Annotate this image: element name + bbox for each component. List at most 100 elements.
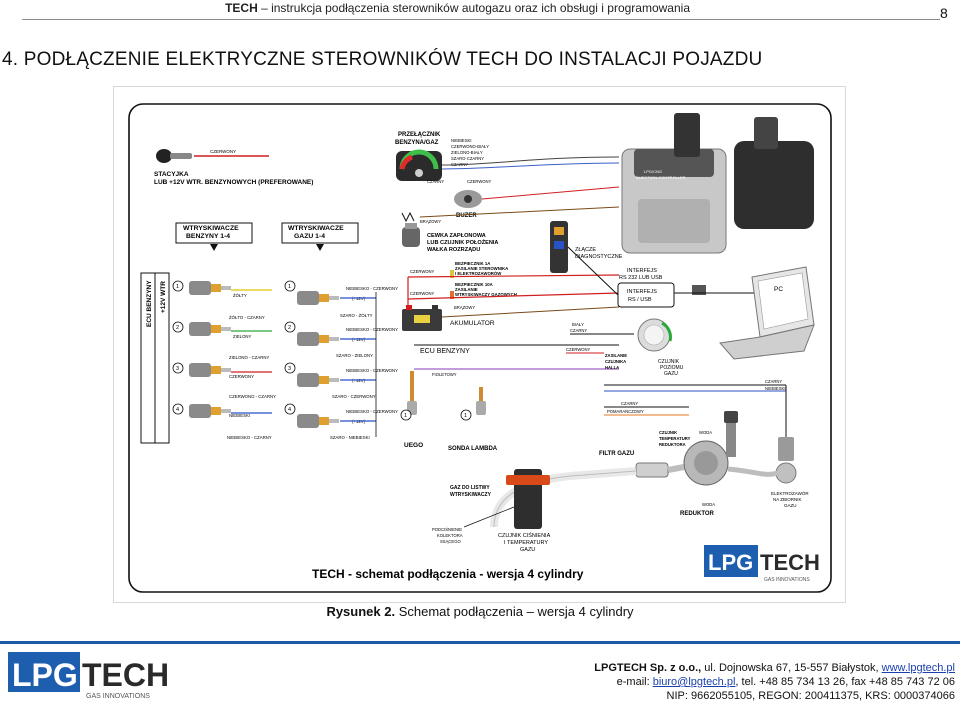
buzzer-wire-black: CZARNY xyxy=(427,179,444,184)
petrol-injectors-label: WTRYSKIWACZE xyxy=(183,225,239,232)
manifold-label: PODCIŚNIENIE xyxy=(432,527,462,532)
tank-valve-label: ELEKTROZAWÓR xyxy=(771,490,809,496)
level-wire-white: BIAŁY xyxy=(572,322,584,327)
section-title: 4. PODŁĄCZENIE ELEKTRYCZNE STEROWNIKÓW T… xyxy=(2,49,763,70)
petrol-wire-3a: CZERWONY xyxy=(229,374,254,379)
gas-wire-2b: SZARO - ZIELONY xyxy=(336,353,373,358)
petrol-injector-4: 4 xyxy=(172,403,231,418)
controller-label: LPG/CNG xyxy=(644,169,662,174)
wiring-diagram-figure: CZERWONY STACYJKA LUB +12V WTR. BENZYNOW… xyxy=(113,86,846,603)
logo-tech-text: TECH xyxy=(760,550,820,575)
petrol-wire-1a: ŻÓŁTY xyxy=(233,293,247,298)
petrol-injector-2-number: 2 xyxy=(176,325,179,331)
switch-wire-3: ZIELONO-BIAŁY xyxy=(451,150,483,155)
footer-website-link[interactable]: www.lpgtech.pl xyxy=(881,662,955,674)
level-wire-red: CZERWONY xyxy=(566,347,591,352)
interface-sub-label: RS 232 LUB USB xyxy=(619,275,663,281)
battery-icon xyxy=(402,305,442,331)
footer-logo-tag: GAS INNOVATIONS xyxy=(86,693,150,700)
gas-wire-1a: NIEBIESKO - CZERWONY xyxy=(346,286,398,291)
switch-wire-1: NIEBIESKI xyxy=(451,138,471,143)
buzzer-label: BUZER xyxy=(456,213,477,219)
gas-injector-4-number: 4 xyxy=(288,407,291,413)
diag-connector-sub-label: DIAGNOSTYCZNE xyxy=(575,254,623,260)
uego-number: 1 xyxy=(404,413,407,419)
uego-sensor-icon xyxy=(407,371,417,415)
gas-wire-1b: SZARO - ŻÓŁTY xyxy=(340,313,373,318)
petrol-wire-4b: NIEBIESKO - CZARNY xyxy=(227,435,272,440)
temp-sensor-sub-label-2: REDUKTORA xyxy=(659,442,686,447)
gas-injector-1-number: 1 xyxy=(288,284,291,290)
buzzer-icon xyxy=(454,190,482,208)
coil-wire-label: BRĄZOWY xyxy=(420,219,441,224)
petrol-injectors-sub-label: BENZYNY 1-4 xyxy=(186,233,230,240)
petrol-wire-3b: CZERWONO - CZARNY xyxy=(229,394,276,399)
switch-wire-2: CZERWONO-BIAŁY xyxy=(451,144,489,149)
usb-plug-icon xyxy=(692,285,706,295)
footer-lpgtech-logo: LPG TECH GAS INNOVATIONS xyxy=(8,652,169,705)
manifold-sub-label-2: SSĄCEGO xyxy=(440,539,461,544)
fuse1-icon xyxy=(450,270,454,278)
interface-box-icon xyxy=(617,282,675,308)
footer-logo-lpg: LPG xyxy=(12,657,78,693)
fuse2-sub-label: ZASILANIE xyxy=(455,287,478,292)
coil-sub-label: LUB CZUJNIK POŁOŻENIA xyxy=(427,239,498,246)
rail-label: GAZ DO LISTWY xyxy=(450,485,490,491)
gas-wire-2a: NIEBIESKO - CZERWONY xyxy=(346,327,398,332)
diagram-frame xyxy=(128,103,832,593)
temp-wire-black: CZARNY xyxy=(621,401,638,406)
footer-email-label: e-mail: xyxy=(616,676,653,688)
gas-wire-4a: NIEBIESKO - CZERWONY xyxy=(346,409,398,414)
switch-panel-icon xyxy=(396,149,442,181)
logo-tag-text: GAS INNOVATIONS xyxy=(764,577,810,583)
diagnostic-connector-icon xyxy=(550,221,568,273)
ecu-wire-label: FIOLETOWY xyxy=(432,372,457,377)
footer-email-link[interactable]: biuro@lpgtech.pl xyxy=(652,676,736,688)
interface-box-sub-label: RS / USB xyxy=(628,297,652,303)
petrol-wire-2b: ZIELONO - CZARNY xyxy=(229,355,269,360)
ignition-label: STACYJKA xyxy=(154,171,189,178)
gas-injector-3: 3 xyxy=(284,362,339,387)
battery-label: AKUMULATOR xyxy=(450,320,495,327)
reducer-label: REDUKTOR xyxy=(680,511,715,517)
switch-wire-4: SZARO-CZARNY xyxy=(451,156,484,161)
gas-injector-1: 1 xyxy=(284,280,339,305)
lpg-controller-icon xyxy=(621,113,727,254)
battery-wire-label: BRĄZOWY xyxy=(454,305,475,310)
gas-injector-3-number: 3 xyxy=(288,366,291,372)
second-controller-icon xyxy=(734,117,814,229)
footer-address: ul. Dojnowska 67, 15-557 Białystok, xyxy=(701,662,882,674)
gas-wire-4b: SZARO - NIEBIESKI xyxy=(330,435,370,440)
ecu-side-sub-label: +12V WTR xyxy=(160,281,167,313)
ecu-side-label: ECU BENZYNY xyxy=(146,280,153,327)
petrol-injector-3: 3 xyxy=(172,362,231,377)
footer-contact: LPGTECH Sp. z o.o., ul. Dojnowska 67, 15… xyxy=(400,661,955,703)
ignition-sub-label: LUB +12V WTR. BENZYNOWYCH (PREFEROWANE) xyxy=(154,179,313,186)
fuse1-wire-label: CZERWONY xyxy=(410,269,435,274)
coil-sub-label-2: WAŁKA ROZRZĄDU xyxy=(427,247,480,253)
hall-supply-sub-label-2: HALLA xyxy=(605,365,619,370)
caption-text: Schemat podłączenia – wersja 4 cylindry xyxy=(395,604,634,619)
tank-valve-sub-label: NA ZBIORNIK xyxy=(773,497,802,502)
page-number: 8 xyxy=(940,5,948,21)
fuse2-label: BEZPIECZNIK 10A xyxy=(455,282,493,287)
tank-valve-wire-blue: NIEBIESKI xyxy=(765,386,785,391)
petrol-injector-1-number: 1 xyxy=(176,284,179,290)
header-dash: – xyxy=(257,1,272,15)
fuse1-sub-label-2: I ELEKTROZAWORÓW xyxy=(455,271,502,276)
controller-sub-label: INJECTION CONTROLLER xyxy=(636,175,686,180)
water-label: WODA xyxy=(699,430,712,435)
caption-label: Rysunek 2. xyxy=(326,604,396,619)
level-gauge-icon xyxy=(637,318,672,352)
level-sensor-label: CZUJNIK xyxy=(658,359,680,365)
pressure-sensor-label: CZUJNIK CIŚNIENIA xyxy=(498,531,551,539)
fuse2-icon xyxy=(450,291,454,299)
level-wire-black: CZARNY xyxy=(570,328,587,333)
footer-company: LPGTECH Sp. z o.o., xyxy=(594,662,702,674)
footer-logo-tech: TECH xyxy=(82,657,168,693)
coil-label: CEWKA ZAPŁONOWA xyxy=(427,233,486,239)
temp-sensor-label: CZUJNIK xyxy=(659,430,677,435)
footer-logo-graphic: LPG TECH GAS INNOVATIONS xyxy=(8,652,169,700)
tank-valve-wire-black: CZARNY xyxy=(765,379,782,384)
interface-label: INTERFEJS xyxy=(627,268,657,274)
